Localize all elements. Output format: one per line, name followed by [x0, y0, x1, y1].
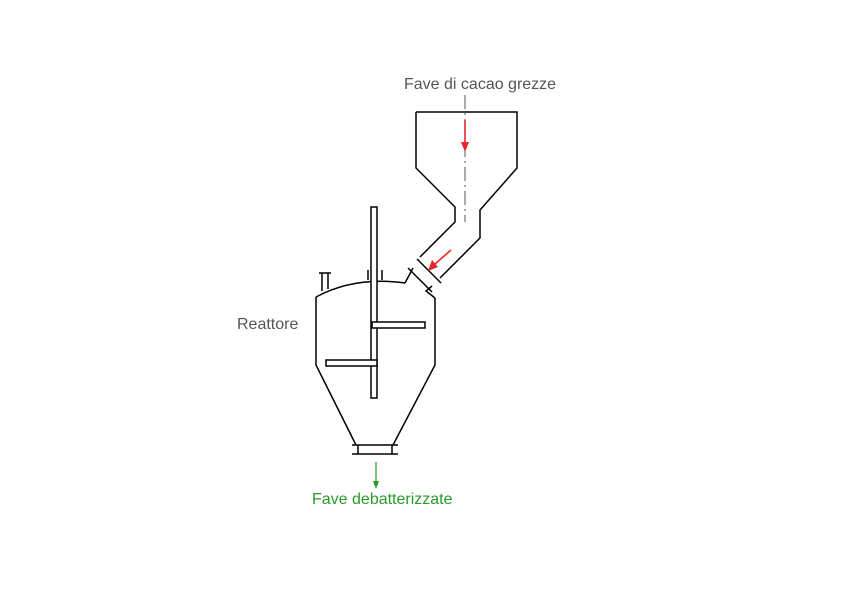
paddle-upper [371, 321, 426, 329]
shaft-seal [367, 270, 383, 280]
bottom-flange [352, 444, 398, 455]
agitator-shaft [370, 206, 378, 399]
paddle-lower [325, 359, 378, 367]
input-label: Fave di cacao grezze [404, 76, 557, 93]
reactor-label: Reattore [237, 316, 299, 333]
arrow-in-diagonal [428, 249, 452, 271]
arrow-in-vertical [461, 120, 469, 152]
chute-flange [404, 258, 442, 299]
arrow-out [373, 462, 379, 489]
nozzle [319, 272, 331, 291]
hopper [415, 111, 518, 279]
reactor-body [315, 280, 436, 446]
output-label: Fave debatterizzate [312, 491, 453, 508]
